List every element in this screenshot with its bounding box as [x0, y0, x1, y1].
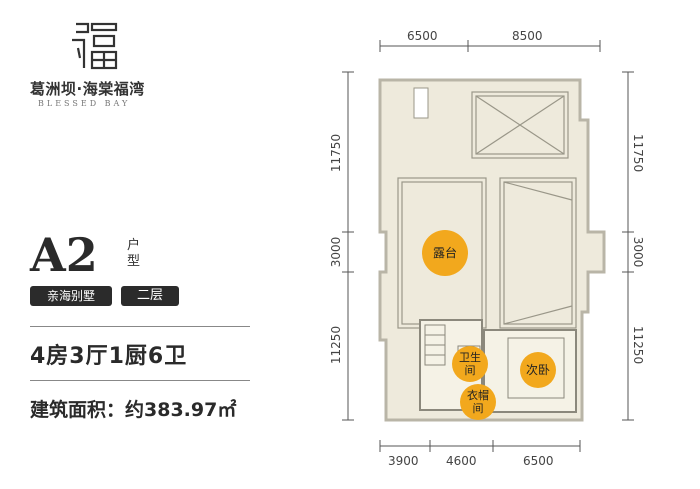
- dim-left-1: 11750: [329, 133, 343, 173]
- dim-left-2: 3000: [329, 236, 343, 268]
- room-name: 次卧: [525, 362, 550, 377]
- brand-name-en: BLESSED BAY: [38, 99, 131, 108]
- room-layout: 4房3厅1厨6卫: [30, 344, 188, 369]
- dim-bottom-1: 3900: [388, 454, 419, 468]
- dim-top-1: 6500: [407, 29, 438, 43]
- room-label-closet: 衣帽间: [460, 384, 496, 420]
- dim-top-2: 8500: [512, 29, 543, 43]
- divider-line: [30, 380, 250, 381]
- brand-name: 葛洲坝·海棠福湾: [30, 80, 145, 98]
- dim-right-2: 3000: [631, 236, 645, 268]
- unit-type-code: A2: [30, 228, 98, 282]
- dim-right-1: 11750: [631, 133, 645, 173]
- room-label-bedroom: 次卧: [520, 352, 556, 388]
- dim-right-3: 11250: [631, 325, 645, 365]
- dim-bottom-2: 4600: [446, 454, 477, 468]
- villa-tag: 亲海别墅: [30, 286, 112, 306]
- unit-type-suffix: 户型: [127, 238, 141, 269]
- room-name: 卫生间: [459, 351, 481, 377]
- dim-left-3: 11250: [329, 325, 343, 365]
- room-label-terrace: 露台: [422, 230, 468, 276]
- floor-tag: 二层: [121, 286, 179, 306]
- building-area: 建筑面积：约383.97㎡: [30, 399, 237, 421]
- room-label-bathroom: 卫生间: [452, 346, 488, 382]
- brand-logo-icon: [72, 22, 118, 70]
- room-name: 露台: [432, 245, 457, 260]
- room-name: 衣帽间: [467, 389, 489, 415]
- dim-bottom-3: 6500: [523, 454, 554, 468]
- divider-line: [30, 326, 250, 327]
